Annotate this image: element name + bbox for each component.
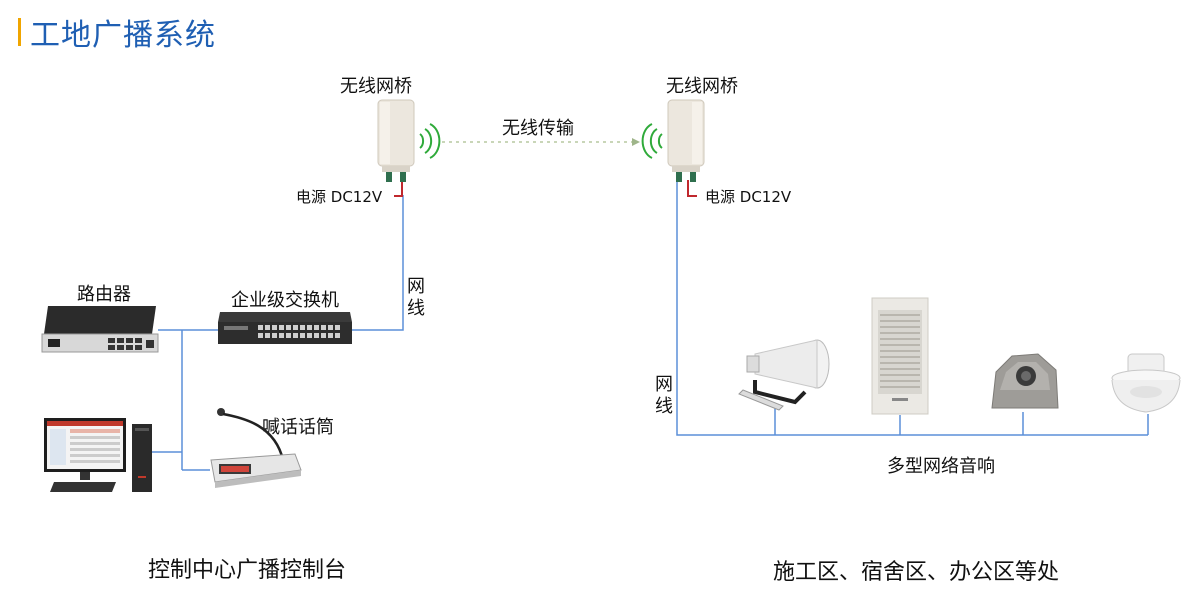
ethernet-line-left-bridge — [350, 195, 404, 331]
title-accent-bar — [18, 18, 21, 46]
computer-icon — [44, 418, 152, 492]
bridge-right-power-label: 电源 DC12V — [705, 188, 792, 206]
ceiling-speaker-icon — [1111, 353, 1181, 413]
page-title: 工地广播系统 — [30, 18, 216, 53]
switch-label: 企业级交换机 — [231, 290, 339, 311]
microphone-label: 喊话话筒 — [262, 417, 334, 438]
wireless-bridge-right-icon — [641, 99, 705, 182]
horn-speaker-icon — [738, 339, 830, 411]
cable-label-left-char-2: 线 — [407, 298, 425, 319]
cable-label-right-char-1: 网 — [655, 374, 673, 395]
power-lead-right — [687, 180, 697, 197]
bridge-right-label: 无线网桥 — [666, 76, 738, 97]
power-lead-left — [394, 180, 403, 197]
column-speaker-icon — [871, 297, 929, 415]
site-areas-caption: 施工区、宿舍区、办公区等处 — [773, 560, 1060, 585]
bridge-left-label: 无线网桥 — [340, 76, 412, 97]
cable-label-right-char-2: 线 — [655, 396, 673, 417]
wireless-bridge-left-icon — [377, 99, 441, 182]
router-label: 路由器 — [77, 284, 131, 305]
microphone-console-icon — [210, 408, 302, 488]
cable-label-left-char-1: 网 — [407, 276, 425, 297]
rock-speaker-icon — [991, 353, 1059, 409]
wireless-link-arrow — [632, 138, 640, 146]
control-center-caption: 控制中心广播控制台 — [148, 558, 347, 583]
ethernet-line-right-bridge — [676, 182, 1148, 436]
wireless-transmission-label: 无线传输 — [502, 118, 574, 139]
cable-label-left: 网 线 — [406, 276, 426, 320]
switch-icon — [218, 312, 352, 344]
speakers-label: 多型网络音响 — [887, 456, 995, 477]
cable-label-right: 网 线 — [654, 374, 674, 418]
bridge-left-power-label: 电源 DC12V — [296, 188, 383, 206]
router-icon — [41, 306, 159, 353]
